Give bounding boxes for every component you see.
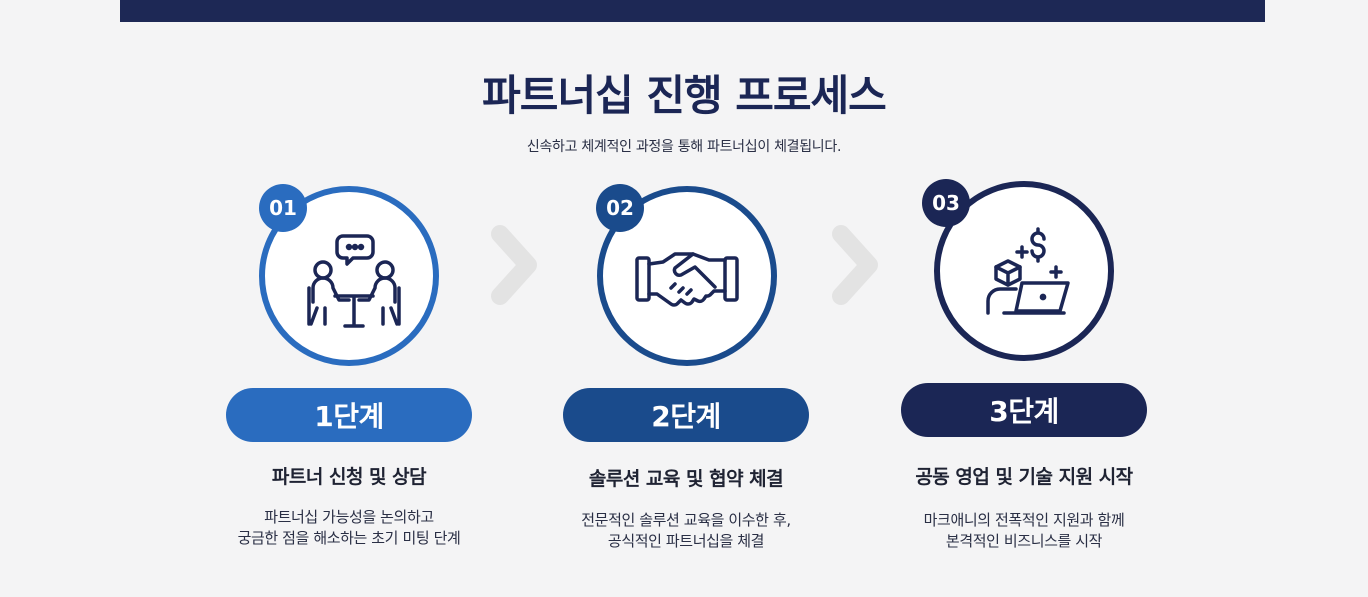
step-2-description: 전문적인 솔루션 교육을 이수한 후, 공식적인 파트너십을 체결 (526, 510, 846, 552)
step-2-desc-line-1: 전문적인 솔루션 교육을 이수한 후, (581, 511, 791, 529)
step-1-desc-line-1: 파트너십 가능성을 논의하고 (264, 508, 434, 526)
step-3-description: 마크애니의 전폭적인 지원과 함께 본격적인 비즈니스를 시작 (864, 510, 1184, 552)
process-step-1: 01 1단계 파트너 신청 및 상담 파트너십 가능성을 논의하고 궁금한 점을… (209, 0, 489, 597)
step-1-desc-line-2: 궁금한 점을 해소하는 초기 미팅 단계 (237, 529, 461, 547)
step-3-desc-line-2: 본격적인 비즈니스를 시작 (945, 532, 1103, 550)
process-step-3: 03 3단계 공동 영업 및 기술 지원 시작 마크애니의 전폭적인 지원과 함… (884, 0, 1164, 597)
step-1-title: 파트너 신청 및 상담 (271, 466, 427, 488)
step-3-label-pill: 3단계 (901, 383, 1147, 437)
step-2-number-badge: 02 (596, 184, 644, 232)
step-1-number-badge: 01 (259, 184, 307, 232)
step-2-desc-line-2: 공식적인 파트너십을 체결 (607, 532, 765, 550)
step-1-description: 파트너십 가능성을 논의하고 궁금한 점을 해소하는 초기 미팅 단계 (189, 507, 509, 549)
step-3-number-badge: 03 (922, 179, 970, 227)
step-3-desc-line-1: 마크애니의 전폭적인 지원과 함께 (923, 511, 1125, 529)
step-1-label-pill: 1단계 (226, 388, 472, 442)
step-2-label-pill: 2단계 (563, 388, 809, 442)
process-step-2: 02 2단계 솔루션 교육 및 협약 체결 전문적인 솔루션 교육을 이수한 후… (546, 0, 826, 597)
chevron-right-icon (832, 225, 878, 305)
top-banner-bar (120, 0, 1265, 22)
page-subtitle: 신속하고 체계적인 과정을 통해 파트너십이 체결됩니다. (526, 139, 842, 155)
chevron-right-icon (491, 225, 537, 305)
page-title: 파트너십 진행 프로세스 (482, 71, 887, 120)
step-3-title: 공동 영업 및 기술 지원 시작 (915, 466, 1133, 488)
step-2-title: 솔루션 교육 및 협약 체결 (588, 468, 784, 490)
